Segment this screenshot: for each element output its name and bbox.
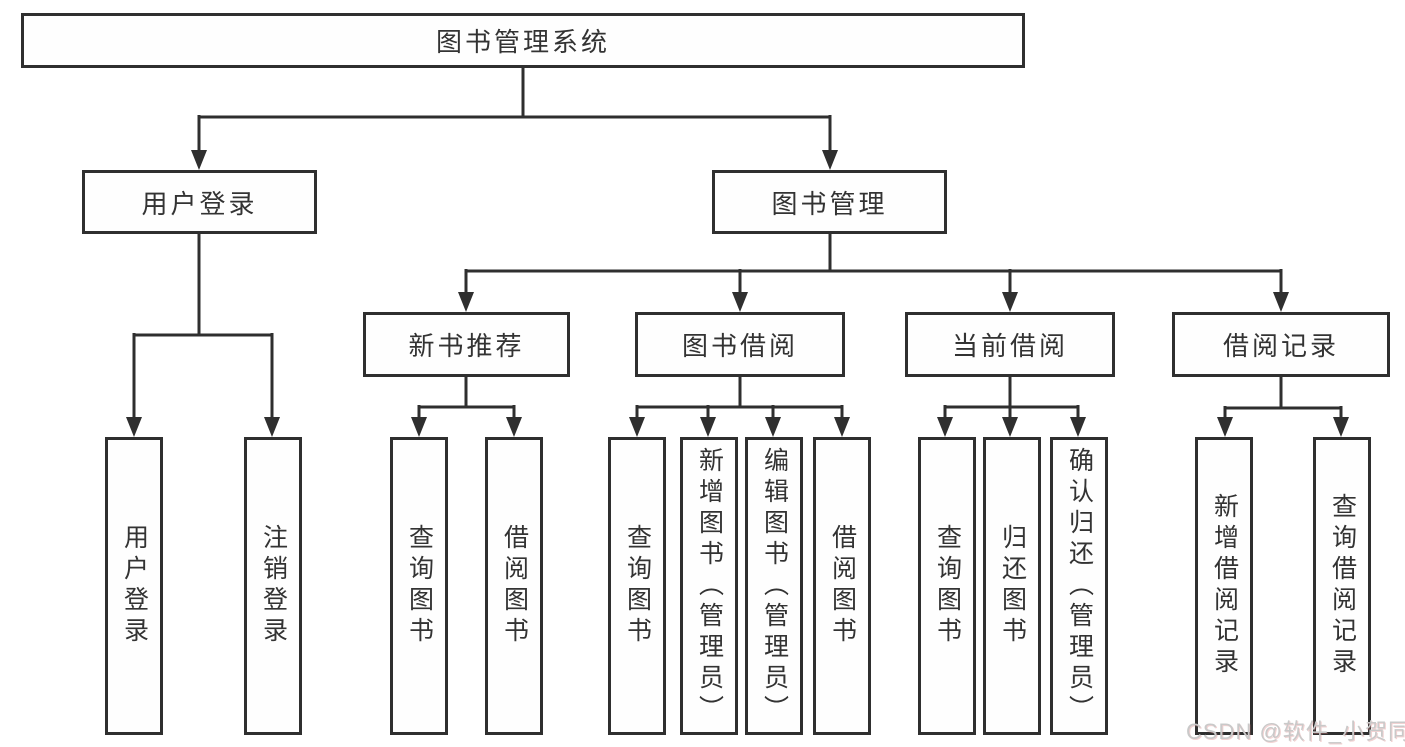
connector-userlogin-to-leaves: [132, 232, 274, 417]
leaf-edit-book-admin: 编辑图书（管理员）: [745, 437, 803, 735]
arrow-icon: [700, 417, 716, 437]
leaf-add-borrow-record: 新增借阅记录: [1195, 437, 1253, 735]
arrow-icon: [264, 417, 280, 437]
leaf-confirm-return-admin: 确认归还（管理员）: [1050, 437, 1108, 735]
arrow-icon: [1273, 292, 1289, 312]
connector-borrow-to-leaves: [635, 375, 844, 417]
leaf-logout: 注销登录: [244, 437, 302, 735]
arrow-icon: [1002, 417, 1018, 437]
arrow-icon: [822, 150, 838, 170]
arrow-icon: [411, 417, 427, 437]
arrow-icon: [937, 417, 953, 437]
connector-newbook-to-leaves: [417, 375, 516, 417]
arrow-icon: [834, 417, 850, 437]
node-new-book-recommend: 新书推荐: [363, 312, 570, 377]
arrow-icon: [458, 292, 474, 312]
leaf-query-books-current: 查询图书: [918, 437, 976, 735]
arrow-icon: [126, 417, 142, 437]
leaf-borrow-books: 借阅图书: [813, 437, 871, 735]
arrow-icon: [1002, 292, 1018, 312]
node-borrow-records: 借阅记录: [1172, 312, 1390, 377]
leaf-user-login: 用户登录: [105, 437, 163, 735]
arrow-icon: [765, 417, 781, 437]
node-root-system: 图书管理系统: [21, 13, 1025, 68]
leaf-borrow-books-recommend: 借阅图书: [485, 437, 543, 735]
arrow-icon: [191, 150, 207, 170]
node-user-login: 用户登录: [82, 170, 317, 234]
connector-bookmgmt-to-level3: [464, 232, 1283, 292]
leaf-query-books-recommend: 查询图书: [390, 437, 448, 735]
leaf-add-book-admin: 新增图书（管理员）: [680, 437, 738, 735]
arrow-icon: [732, 292, 748, 312]
csdn-watermark: CSDN @软件_小贺同学: [1186, 719, 1405, 744]
arrow-icon: [1217, 417, 1233, 437]
arrow-icon: [506, 417, 522, 437]
arrow-icon: [1070, 417, 1086, 437]
arrow-icon: [1333, 417, 1349, 437]
connector-current-to-leaves: [943, 375, 1080, 417]
arrowheads: [126, 150, 1349, 437]
connector-root-to-level2: [197, 66, 832, 150]
node-current-borrow: 当前借阅: [905, 312, 1115, 377]
leaf-query-borrow-record: 查询借阅记录: [1313, 437, 1371, 735]
leaf-return-book: 归还图书: [983, 437, 1041, 735]
node-book-borrow: 图书借阅: [635, 312, 845, 377]
node-book-management: 图书管理: [712, 170, 947, 234]
leaf-query-books-borrow: 查询图书: [608, 437, 666, 735]
connector-records-to-leaves: [1223, 375, 1343, 417]
arrow-icon: [629, 417, 645, 437]
